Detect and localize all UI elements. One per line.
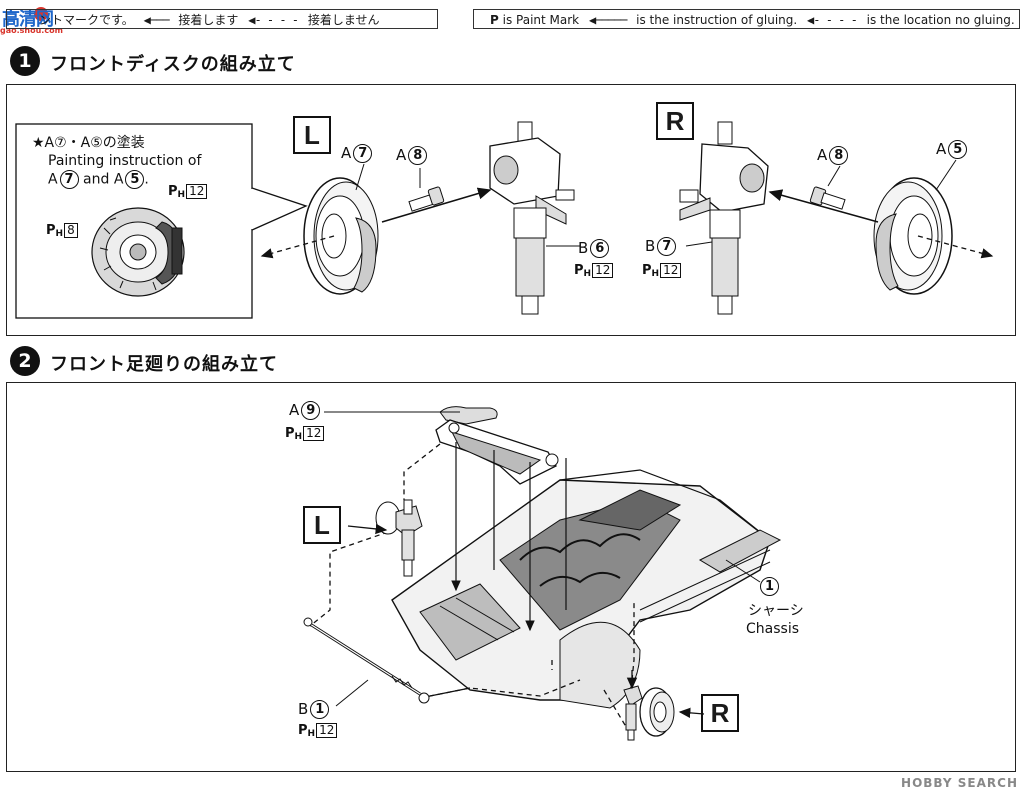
left-side-tag-step2: L: [303, 506, 341, 544]
no-glue-arrow-icon: ◀- - - -: [807, 13, 858, 27]
legend-en-glue: is the instruction of gluing.: [636, 13, 798, 27]
no-glue-arrow-icon: ◀- - - -: [248, 13, 299, 27]
upper-arm-a9-icon: [435, 406, 559, 485]
right-side-tag-step2: R: [701, 694, 739, 732]
legend-english: P is Paint Mark ◀───── is the instructio…: [473, 9, 1020, 29]
right-strut-arrow: [678, 707, 705, 719]
chassis-label-jp: シャーシ: [748, 603, 804, 619]
watermark-sub: gao.shou.com: [0, 26, 63, 35]
paint-note-line2: Painting instruction of: [48, 153, 202, 169]
chassis-icon: [391, 469, 782, 709]
watermark-logo: 高清网 gao.shou.com: [0, 5, 70, 35]
legend-jp-paint: ントマークです。: [39, 13, 134, 27]
step-1-panel: [6, 84, 1016, 336]
right-knuckle-icon: [679, 121, 769, 315]
inset-brake-disc-icon: [91, 207, 185, 297]
part-label-chassis-number: 1: [758, 577, 779, 596]
legend-en-paint: is Paint Mark: [502, 13, 580, 27]
watermark-dot-icon: [34, 7, 48, 21]
chassis-label-en: Chassis: [746, 621, 799, 637]
left-bolt-icon: [408, 186, 445, 212]
legend-japanese: ントマークです。 ◀─── 接着します ◀- - - - 接着しません: [6, 9, 438, 29]
legend-en-noglue: is the location no gluing.: [866, 13, 1015, 27]
no-glue-arrow-left: [260, 235, 335, 259]
part-number-circle: 7: [59, 170, 79, 189]
source-watermark: HOBBY SEARCH: [901, 776, 1018, 790]
assembly-lines-step2: [451, 442, 567, 632]
step-1-number: 1: [10, 46, 40, 76]
left-brake-rotor-icon: [303, 177, 379, 295]
leader-lines-step2: [324, 411, 761, 707]
leader-lines-step1: [355, 159, 957, 247]
watermark-main: 高清网: [2, 9, 54, 30]
left-side-tag: L: [293, 116, 331, 154]
legend-jp-noglue: 接着しません: [307, 13, 380, 27]
left-strut-arrow: [347, 523, 388, 535]
step-2-number: 2: [10, 346, 40, 376]
step-2-panel: [6, 382, 1016, 772]
glue-arrow-icon: ◀───: [143, 13, 170, 27]
right-strut-assembly-icon: [623, 685, 675, 741]
glue-arrow-right: [768, 189, 879, 223]
glue-arrow-icon: ◀─────: [588, 13, 627, 27]
step-2-title: フロント足廻りの組み立て: [50, 354, 278, 375]
tie-rod-b1-icon: [303, 617, 430, 704]
no-glue-arrow-right: [917, 235, 994, 259]
right-brake-rotor-icon: [873, 177, 953, 295]
right-side-tag: R: [656, 102, 694, 140]
paint-note-line1: ★A⑦・A⑤の塗装: [32, 135, 145, 151]
part-number-circle: 5: [125, 170, 145, 189]
glue-arrow-left: [381, 187, 492, 223]
legend-jp-glue: 接着します: [178, 13, 239, 27]
left-strut-assembly-icon: [375, 499, 423, 577]
right-bolt-icon: [809, 186, 846, 210]
step-1-title: フロントディスクの組み立て: [50, 54, 296, 75]
legend-p-mark: P: [490, 13, 499, 27]
left-knuckle-icon: [489, 121, 575, 315]
